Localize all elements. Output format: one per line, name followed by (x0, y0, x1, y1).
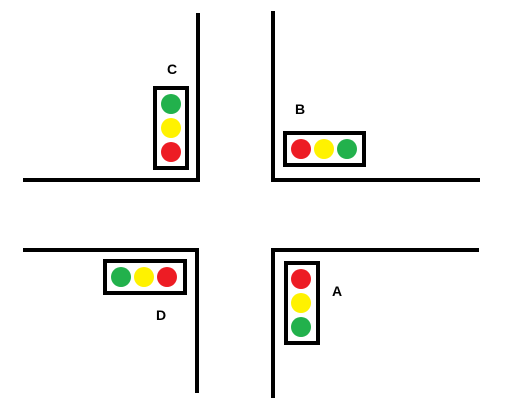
signal-light-b-0 (291, 139, 311, 159)
road-edge-nw (23, 13, 200, 182)
signal-label-c: C (167, 61, 177, 77)
signal-light-a-1 (291, 293, 311, 313)
signal-label-d: D (156, 307, 166, 323)
road-edge-sw (23, 248, 199, 393)
road-edge-se (271, 248, 479, 398)
road-edge-ne (271, 11, 480, 182)
signal-light-a-2 (291, 317, 311, 337)
signal-light-c-2 (161, 142, 181, 162)
signal-light-c-0 (161, 94, 181, 114)
traffic-signal-b: B (283, 101, 366, 167)
traffic-signal-c: C (153, 61, 189, 170)
signal-light-b-2 (337, 139, 357, 159)
traffic-signal-d: D (103, 259, 187, 323)
signal-label-b: B (295, 101, 305, 117)
road-edges (23, 11, 480, 398)
signal-light-b-1 (314, 139, 334, 159)
signal-light-a-0 (291, 269, 311, 289)
signal-light-d-2 (157, 267, 177, 287)
signal-label-a: A (332, 283, 342, 299)
signal-light-d-0 (111, 267, 131, 287)
signal-light-c-1 (161, 118, 181, 138)
traffic-signal-a: A (284, 261, 342, 345)
signal-light-d-1 (134, 267, 154, 287)
